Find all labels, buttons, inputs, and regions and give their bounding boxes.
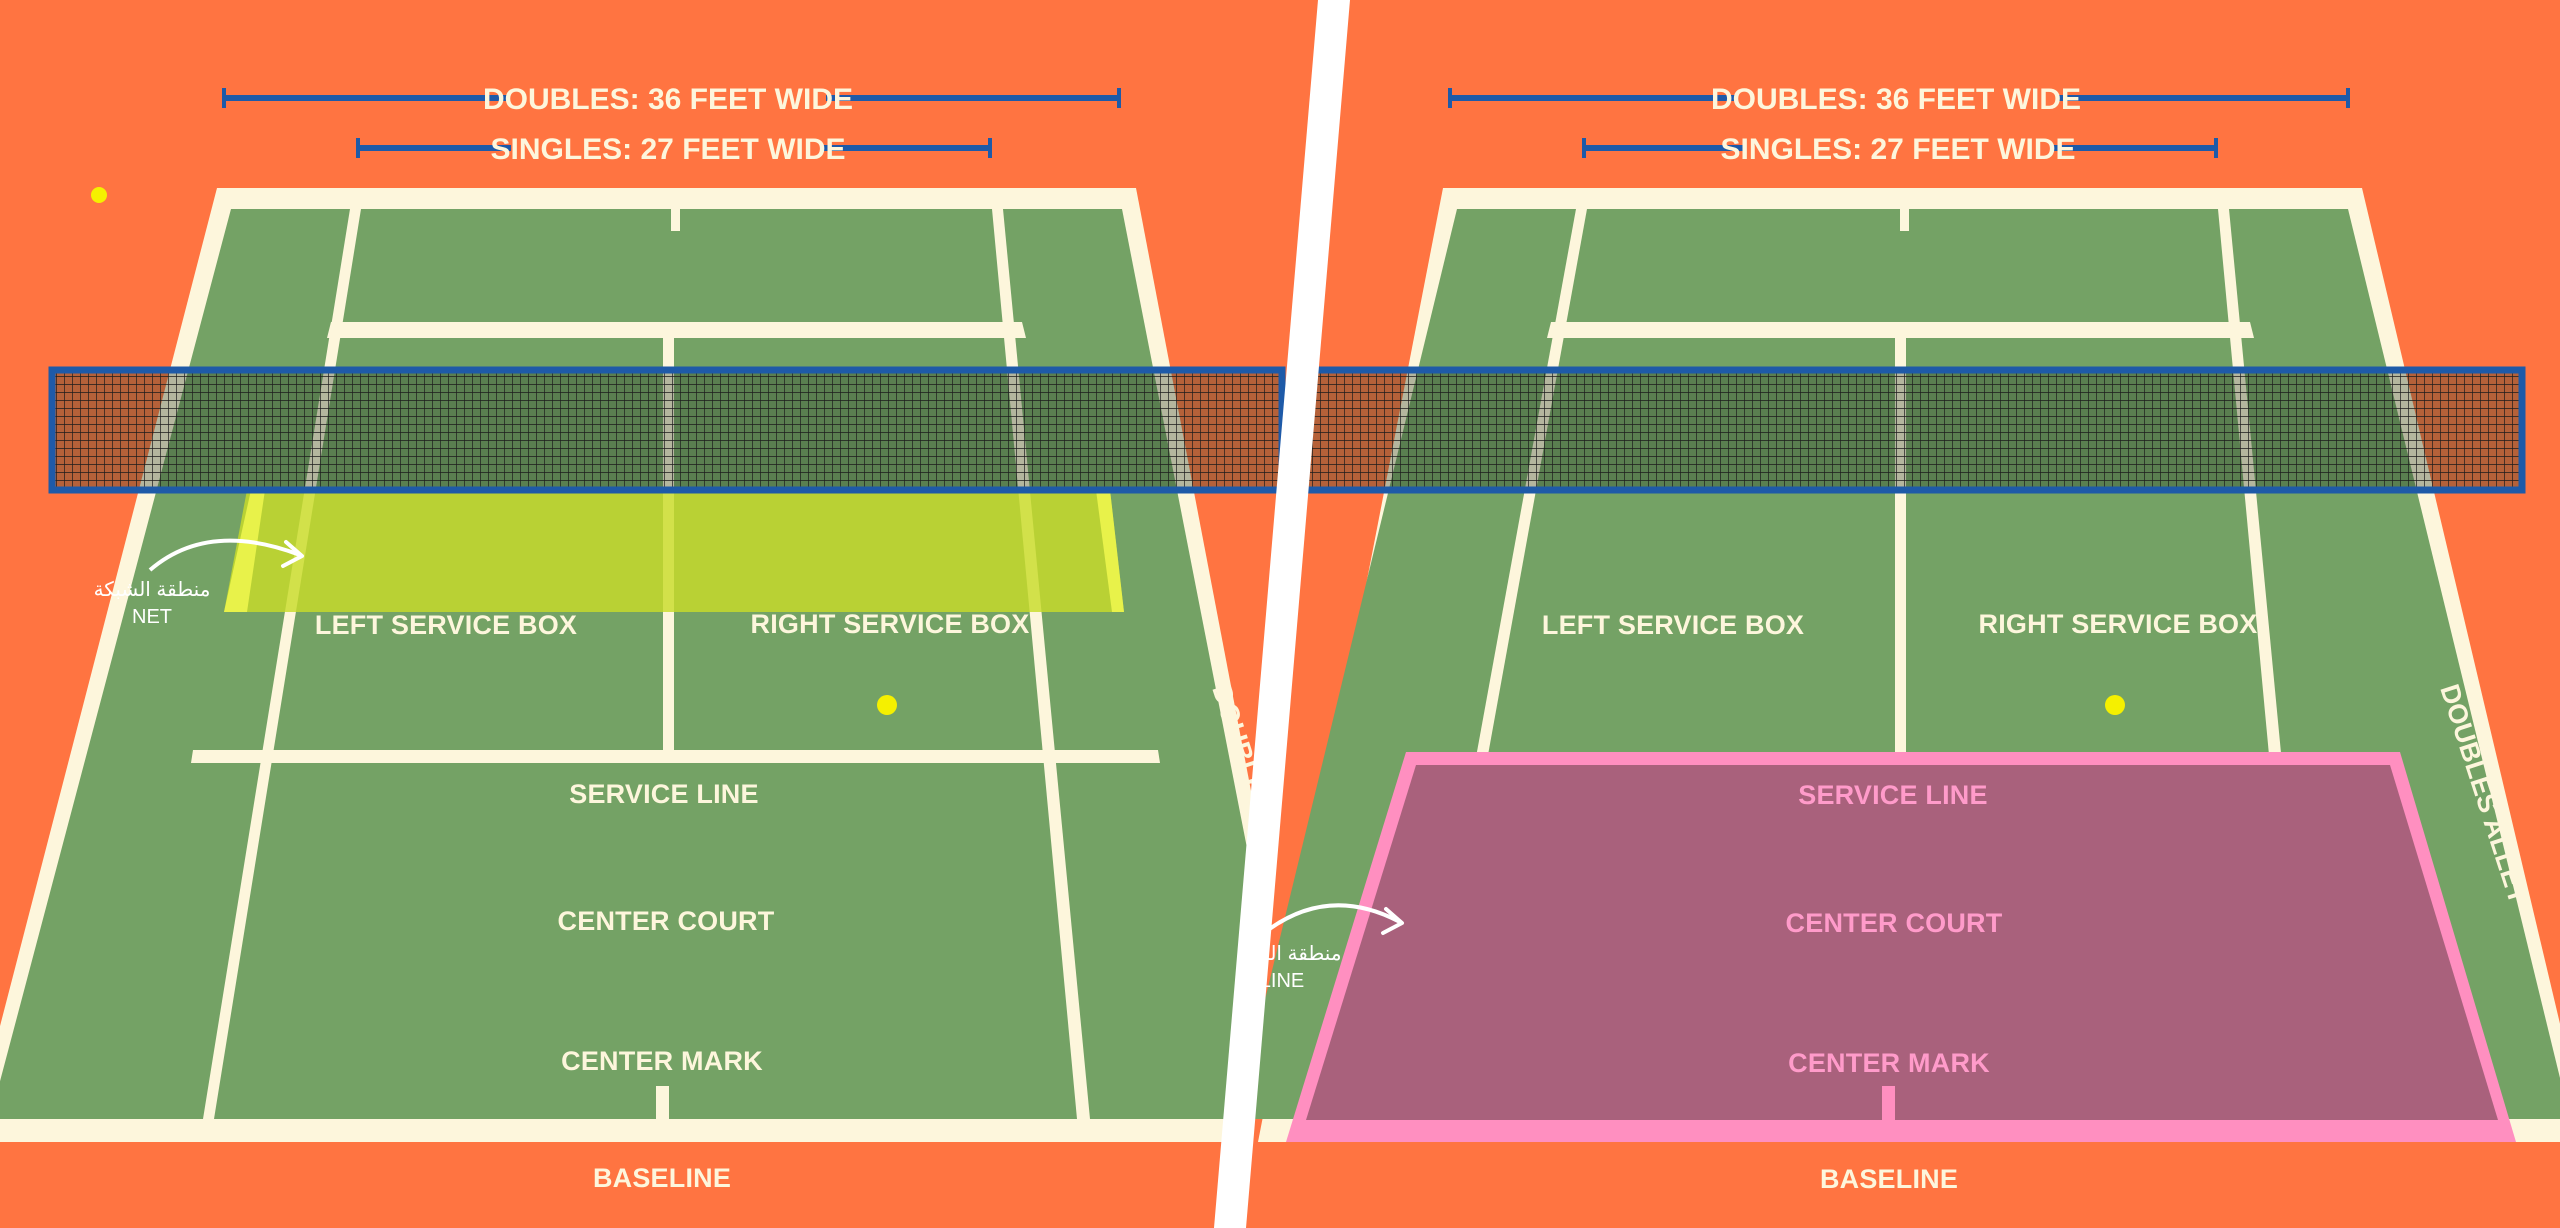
left-panel: DOUBLES: 36 FEET WIDE SINGLES: 27 FEET W…: [0, 83, 1318, 1193]
callout-english-label: LINE: [1260, 970, 1304, 992]
far-service-line: [327, 322, 1026, 338]
service-line-label: SERVICE LINE: [569, 779, 758, 809]
tennis-ball-icon: [91, 187, 107, 203]
tennis-ball-icon: [2105, 695, 2125, 715]
doubles-dimension-bar: DOUBLES: 36 FEET WIDE: [222, 83, 1121, 116]
center-mark-label: CENTER MARK: [1788, 1048, 1990, 1078]
right-service-box-label: RIGHT SERVICE BOX: [751, 609, 1030, 639]
right-panel: DOUBLES: 36 FEET WIDE SINGLES: 27 FEET W…: [1236, 83, 2560, 1194]
left-service-box-label: LEFT SERVICE BOX: [1542, 610, 1804, 640]
center-service-line: [1895, 335, 1906, 757]
far-center-mark: [671, 209, 680, 231]
callout-arabic-label: منطقة الشبكة: [94, 579, 211, 601]
curved-arrow-icon: [1266, 903, 1401, 932]
center-mark-label: CENTER MARK: [561, 1046, 763, 1076]
singles-width-label: SINGLES: 27 FEET WIDE: [1720, 133, 2075, 166]
doubles-width-label: DOUBLES: 36 FEET WIDE: [483, 83, 853, 116]
singles-court: [214, 209, 1077, 1119]
singles-dimension-bar: SINGLES: 27 FEET WIDE: [356, 133, 992, 166]
net-callout: منطقة الشبكة NET: [94, 538, 304, 628]
far-service-line: [1547, 322, 2254, 338]
net: [1256, 366, 2526, 494]
left-service-box-label: LEFT SERVICE BOX: [315, 610, 577, 640]
center-mark: [656, 1086, 669, 1122]
tennis-ball-icon: [877, 695, 897, 715]
net: [48, 366, 1286, 494]
center-court-highlight: [1286, 752, 2516, 1142]
curved-arrow-icon: [148, 538, 301, 572]
center-court-label: CENTER COURT: [558, 906, 775, 936]
net-zone-highlight: [224, 490, 1124, 612]
doubles-width-label: DOUBLES: 36 FEET WIDE: [1711, 83, 2081, 116]
service-line-label: SERVICE LINE: [1798, 780, 1987, 810]
right-service-box-label: RIGHT SERVICE BOX: [1979, 609, 2258, 639]
baseline-label: BASELINE: [593, 1163, 731, 1193]
singles-dimension-bar: SINGLES: 27 FEET WIDE: [1582, 133, 2218, 166]
center-court-label: CENTER COURT: [1786, 908, 2003, 938]
panel-divider: [1214, 0, 1350, 1228]
callout-english-label: NET: [132, 606, 172, 628]
court: [0, 188, 1318, 1142]
baseline-label: BASELINE: [1820, 1164, 1958, 1194]
doubles-dimension-bar: DOUBLES: 36 FEET WIDE: [1448, 83, 2350, 116]
far-center-mark: [1900, 209, 1909, 231]
singles-width-label: SINGLES: 27 FEET WIDE: [490, 133, 845, 166]
service-line: [191, 750, 1160, 763]
